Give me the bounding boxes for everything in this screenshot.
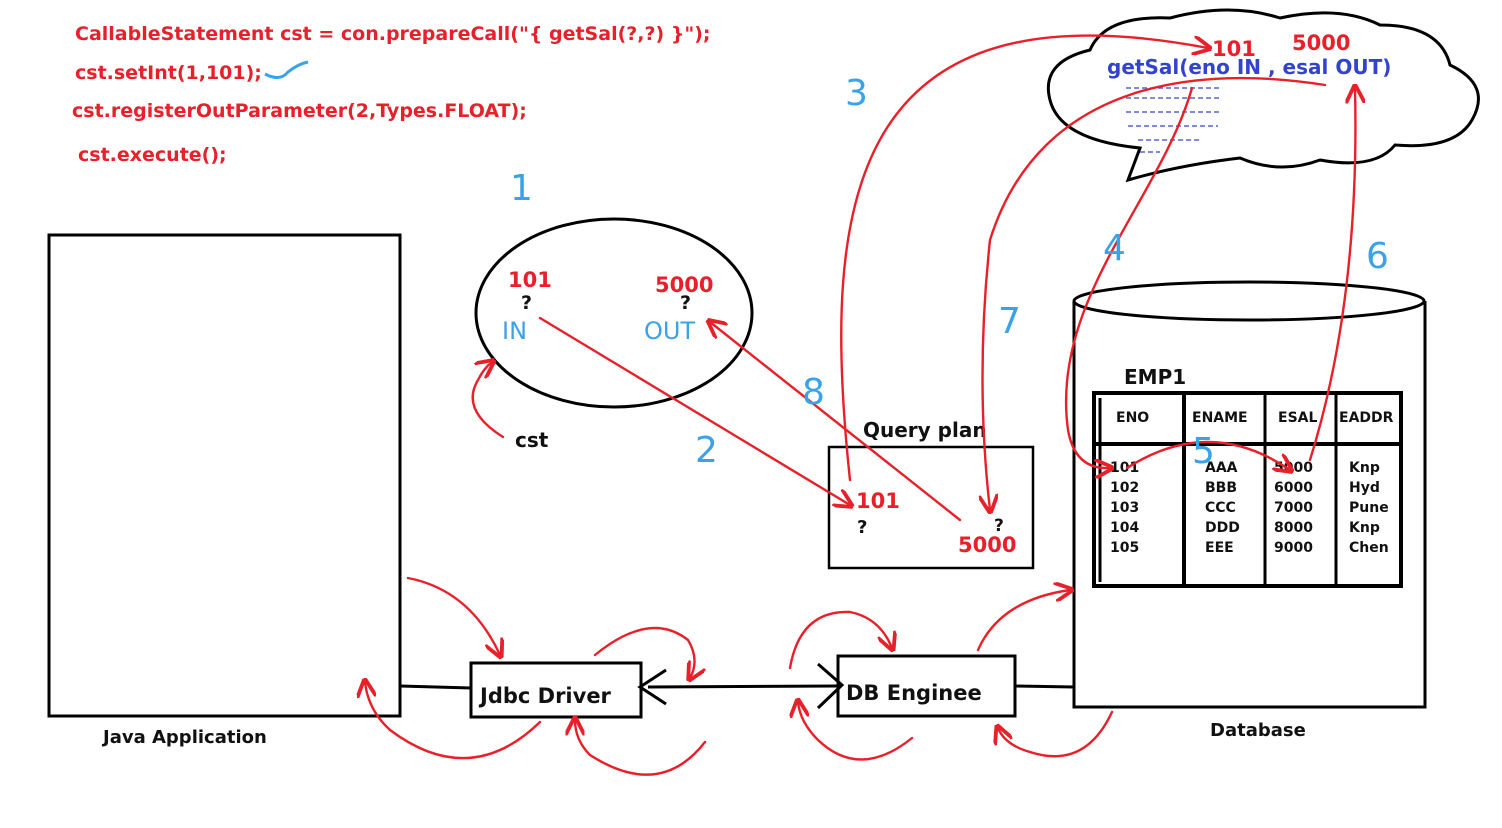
procedure-in-value: 101 — [1212, 37, 1256, 61]
emp-header-ename: ENAME — [1192, 410, 1248, 426]
step-1-label: 1 — [510, 168, 533, 209]
arrow-step-8 — [710, 322, 962, 522]
emp-header-eno: ENO — [1116, 410, 1149, 426]
emp-cell: 102 — [1110, 480, 1139, 496]
emp-cell: Knp — [1349, 520, 1380, 536]
cst-reference-arrow — [471, 362, 505, 439]
emp-cell: 104 — [1110, 520, 1139, 536]
cst-in-value: 101 — [508, 268, 552, 292]
emp-cell: 6000 — [1274, 480, 1313, 496]
emp-cell: EEE — [1205, 540, 1234, 556]
code-line-prepare-call: CallableStatement cst = con.prepareCall(… — [75, 23, 711, 45]
emp-cell: Hyd — [1349, 480, 1380, 496]
query-plan-title: Query plan — [863, 418, 987, 442]
database-label: Database — [1210, 720, 1306, 741]
arrow-step-2 — [538, 316, 850, 505]
code-line-register-out: cst.registerOutParameter(2,Types.FLOAT); — [72, 100, 527, 122]
arrow-step-3 — [840, 34, 1208, 482]
emp-header-eaddr: EADDR — [1339, 410, 1394, 426]
emp-cell: AAA — [1205, 460, 1238, 476]
query-plan-out-value: 5000 — [958, 533, 1016, 557]
java-application-box — [47, 233, 402, 718]
cst-in-placeholder: ? — [521, 292, 532, 314]
swirl-arrow — [788, 610, 892, 670]
swirl-arrow — [998, 710, 1114, 758]
swirl-arrow — [798, 702, 914, 761]
db-engine-label: DB Enginee — [846, 681, 982, 705]
flow-arrows — [365, 34, 1355, 776]
cst-out-placeholder: ? — [680, 292, 691, 314]
connectors — [399, 662, 1075, 710]
swirl-arrow — [365, 682, 542, 760]
emp-table-name: EMP1 — [1124, 365, 1186, 389]
arrow-step-5 — [1125, 440, 1290, 470]
arrow-step-6 — [1308, 88, 1355, 462]
procedure-out-value: 5000 — [1292, 31, 1350, 55]
emp-table — [1092, 391, 1403, 588]
procedure-signature: getSal(eno IN , esal OUT) — [1107, 55, 1391, 79]
emp-cell: DDD — [1205, 520, 1240, 536]
code-block: CallableStatement cst = con.prepareCall(… — [72, 23, 711, 166]
swirl-arrow — [406, 576, 500, 655]
emp-cell: 8000 — [1274, 520, 1313, 536]
query-plan-in-placeholder: ? — [857, 517, 867, 538]
jdbc-driver-box — [469, 661, 643, 719]
emp-cell: 9000 — [1274, 540, 1313, 556]
jdbc-driver-label: Jdbc Driver — [478, 684, 612, 708]
emp-cell: 105 — [1110, 540, 1139, 556]
step-4-label: 4 — [1103, 228, 1126, 269]
emp-cell: Knp — [1349, 460, 1380, 476]
database-cylinder — [1072, 280, 1427, 709]
emp-cell: 103 — [1110, 500, 1139, 516]
arrow-step-4 — [1065, 86, 1194, 468]
cst-object-ellipse — [474, 217, 754, 409]
cst-in-label: IN — [502, 317, 527, 345]
code-line-set-int: cst.setInt(1,101); — [75, 62, 262, 84]
emp-cell: Chen — [1349, 540, 1389, 556]
java-application-label: Java Application — [101, 727, 267, 748]
query-plan-box — [827, 445, 1035, 570]
checkmark-icon — [264, 60, 309, 79]
emp-cell: Pune — [1349, 500, 1389, 516]
emp-cell: BBB — [1205, 480, 1237, 496]
step-2-label: 2 — [695, 430, 718, 471]
step-3-label: 3 — [845, 73, 868, 114]
query-plan-out-placeholder: ? — [994, 516, 1004, 536]
step-5-label: 5 — [1192, 431, 1215, 472]
step-7-label: 7 — [998, 301, 1021, 342]
cst-out-label: OUT — [644, 317, 695, 345]
query-plan-in-value: 101 — [856, 489, 900, 513]
step-6-label: 6 — [1366, 236, 1389, 277]
arrow-step-7 — [983, 76, 1327, 510]
procedure-cloud — [1046, 8, 1480, 183]
swirl-arrow — [575, 720, 707, 776]
swirl-arrow — [976, 590, 1070, 652]
cst-name-label: cst — [515, 428, 549, 452]
emp-cell: 7000 — [1274, 500, 1313, 516]
step-8-label: 8 — [802, 372, 825, 413]
cst-out-value: 5000 — [655, 273, 713, 297]
emp-cell: CCC — [1205, 500, 1236, 516]
code-line-execute: cst.execute(); — [78, 144, 227, 166]
emp-header-esal: ESAL — [1278, 410, 1317, 426]
swirl-arrow — [593, 626, 695, 678]
